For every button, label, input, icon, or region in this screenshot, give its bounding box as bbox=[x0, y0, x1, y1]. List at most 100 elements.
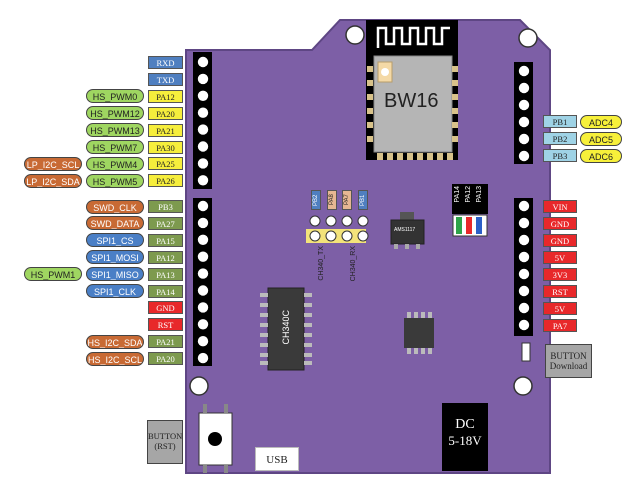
header-pin-holes bbox=[197, 56, 530, 364]
func-label-hs-pwm12: HS_PWM12 bbox=[86, 106, 144, 121]
func-label-spi1-mosi: SPI1_MOSI bbox=[86, 250, 144, 265]
bw16-module bbox=[366, 20, 458, 160]
header-pin-left-top bbox=[197, 158, 209, 169]
mounting-hole bbox=[189, 376, 209, 396]
small-header-pin bbox=[357, 215, 369, 227]
header-pin-right-bottom bbox=[518, 268, 530, 280]
func-label-hs-pwm0: HS_PWM0 bbox=[86, 89, 144, 104]
func-label-hs-pwm7: HS_PWM7 bbox=[86, 140, 144, 154]
dc-jack: DC 5-18V bbox=[442, 403, 488, 471]
module-pad bbox=[367, 136, 373, 142]
small-header-pin bbox=[309, 230, 321, 242]
pin-label-pb1: PB1 bbox=[543, 115, 577, 128]
pin-label-rxd: RXD bbox=[148, 56, 183, 69]
reset-button-shape bbox=[198, 404, 233, 473]
pin-label-pb3: PB3 bbox=[148, 200, 183, 213]
pin-label-pa26: PA26 bbox=[148, 174, 183, 188]
header-pin-left-bottom bbox=[197, 251, 209, 262]
header-pin-left-top bbox=[197, 107, 209, 118]
func-label-swd-data: SWD_DATA bbox=[86, 216, 144, 231]
header-pin-left-top bbox=[197, 90, 209, 102]
module-label: BW16 bbox=[384, 90, 439, 112]
pin-label-pa13: PA13 bbox=[148, 267, 183, 281]
header-pin-right-bottom bbox=[518, 234, 530, 246]
right-header-top bbox=[514, 62, 533, 164]
func-label-lp-i2c-sda: LP_I2C_SDA bbox=[24, 173, 82, 188]
header-pin-left-top bbox=[197, 175, 209, 186]
small-header-pin bbox=[341, 215, 353, 227]
func-label-hs-pwm13: HS_PWM13 bbox=[86, 123, 144, 138]
download-button-label[interactable]: BUTTON Download bbox=[545, 344, 592, 378]
mounting-hole bbox=[513, 376, 533, 396]
module-pad bbox=[452, 80, 458, 86]
func-label-adc4: ADC4 bbox=[580, 114, 622, 129]
module-pad bbox=[367, 80, 373, 86]
header-pin-right-top bbox=[518, 99, 530, 111]
header-pin-left-top bbox=[197, 56, 209, 68]
module-pad bbox=[427, 153, 433, 160]
header-pin-left-bottom bbox=[197, 285, 209, 296]
reset-button-label[interactable]: BUTTON (RST) bbox=[147, 420, 183, 464]
small-header-pin bbox=[325, 230, 337, 242]
header-pin-right-bottom bbox=[518, 285, 530, 297]
rgb-led bbox=[452, 214, 488, 237]
pin-label-pa21: PA21 bbox=[148, 123, 183, 137]
pin-label-pa27: PA27 bbox=[148, 216, 183, 230]
pin-label-rst: RST bbox=[148, 318, 183, 332]
header-pin-right-top bbox=[518, 65, 530, 77]
func-label-hs-i2c-sda: HS_I2C_SDA bbox=[86, 334, 144, 349]
header-pin-left-bottom bbox=[197, 200, 209, 212]
module-pad bbox=[417, 153, 423, 160]
pin-label-gnd: GND bbox=[148, 301, 183, 315]
func-label-adc5: ADC5 bbox=[580, 131, 622, 146]
header-pin-left-bottom bbox=[197, 352, 209, 364]
pin-label-vin: VIN bbox=[543, 200, 577, 213]
module-pad bbox=[452, 66, 458, 72]
pin-label-pb3: PB3 bbox=[543, 149, 577, 162]
small-pin-pb1: PB1 bbox=[358, 190, 368, 210]
pin-label-txd: TXD bbox=[148, 72, 183, 86]
led-pin-pa12: PA12 bbox=[465, 186, 472, 203]
module-pad bbox=[367, 66, 373, 72]
func-label-adc6: ADC6 bbox=[580, 148, 622, 163]
ams1117-regulator bbox=[390, 212, 425, 249]
module-pad bbox=[452, 94, 458, 100]
pin-label-5v: 5V bbox=[543, 251, 577, 264]
small-header-pin bbox=[309, 215, 321, 227]
pin-label-rst: RST bbox=[543, 285, 577, 298]
pin-label-pa14: PA14 bbox=[148, 284, 183, 298]
module-pad bbox=[367, 94, 373, 100]
ch340-tx-label: CH340_TX bbox=[318, 246, 325, 281]
header-pin-right-top bbox=[518, 116, 530, 128]
func-label-spi1-cs: SPI1_CS bbox=[86, 233, 144, 248]
func-label-hs-i2c-scl: HS_I2C_SCL bbox=[86, 351, 144, 366]
bw16-pads bbox=[367, 66, 458, 160]
func-label-hs-pwm5: HS_PWM5 bbox=[86, 173, 144, 188]
module-pad bbox=[387, 153, 393, 160]
download-button-sub: Download bbox=[549, 361, 588, 371]
pin-label-pa15: PA15 bbox=[148, 233, 183, 247]
header-pin-left-top bbox=[197, 124, 209, 135]
pin-label-3v3: 3V3 bbox=[543, 268, 577, 281]
pin-label-pb2: PB2 bbox=[543, 132, 577, 145]
module-pad bbox=[452, 136, 458, 142]
header-pin-left-bottom bbox=[197, 234, 209, 245]
module-pad bbox=[377, 153, 383, 160]
pin-label-pa7: PA7 bbox=[543, 319, 577, 332]
func-label-spi1-miso: SPI1_MISO bbox=[86, 267, 144, 282]
header-pin-right-top bbox=[518, 150, 530, 162]
module-pad bbox=[447, 153, 453, 160]
module-pad bbox=[367, 122, 373, 128]
module-pad bbox=[452, 108, 458, 114]
module-pad bbox=[367, 108, 373, 114]
pin-label-pa20: PA20 bbox=[148, 352, 183, 366]
header-pin-right-bottom bbox=[518, 200, 530, 212]
header-pin-left-bottom bbox=[197, 336, 209, 347]
small-header-pin bbox=[341, 230, 353, 242]
usb-port: USB bbox=[255, 447, 299, 471]
header-pin-left-bottom bbox=[197, 302, 209, 313]
ams1117-label: AMS1117 bbox=[394, 227, 416, 233]
func-label-spi1-clk: SPI1_CLK bbox=[86, 284, 144, 298]
header-pin-right-top bbox=[518, 82, 530, 94]
